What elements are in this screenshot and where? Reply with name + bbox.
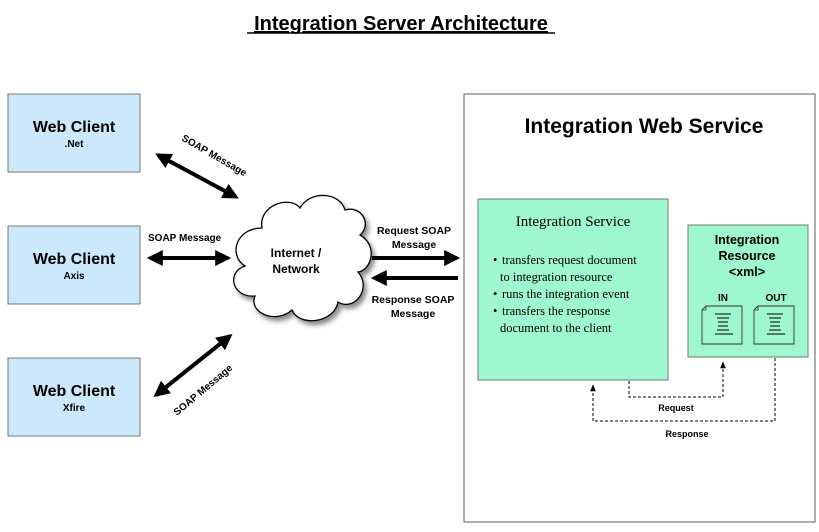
response-soap-line2: Message xyxy=(391,308,436,320)
out-document-icon xyxy=(753,305,795,345)
soap-label-xfire: SOAP Message xyxy=(172,363,235,419)
client-name: Web Client xyxy=(33,383,116,400)
request-flow-line xyxy=(628,361,726,398)
resource-line2: Resource xyxy=(719,249,776,263)
integration-service-title: Integration Service xyxy=(516,214,631,230)
request-flow-label: Request xyxy=(658,403,694,413)
integration-resource-box: Integration Resource <xml> IN OUT xyxy=(687,224,809,358)
response-flow-label: Response xyxy=(665,429,708,439)
diagram-title: Integration Server Architecture xyxy=(254,13,548,35)
bullet-1-line1: transfers request document xyxy=(502,253,637,267)
soap-arrow-net xyxy=(155,153,239,199)
web-client-axis: Web Client Axis xyxy=(7,225,141,305)
client-name: Web Client xyxy=(33,251,116,268)
in-label: IN xyxy=(718,293,728,304)
client-tech: Xfire xyxy=(63,403,86,414)
client-name: Web Client xyxy=(33,119,116,136)
integration-service-box: Integration Service • transfers request … xyxy=(477,198,669,381)
bullet-1-line2: to integration resource xyxy=(500,270,613,284)
request-soap-line2: Message xyxy=(392,239,437,251)
in-document-icon xyxy=(701,305,743,345)
request-soap-line1: Request SOAP xyxy=(377,225,451,237)
bullet-dot: • xyxy=(493,287,497,301)
resource-line3: <xml> xyxy=(729,265,765,279)
resource-line1: Integration xyxy=(715,233,780,247)
client-tech: Axis xyxy=(63,271,85,282)
cloud-label-line2: Network xyxy=(272,262,320,276)
internet-cloud xyxy=(233,194,372,322)
web-service-title: Integration Web Service xyxy=(525,115,764,138)
bullet-dot: • xyxy=(493,304,497,318)
bullet-3-line2: document to the client xyxy=(500,321,612,335)
response-flow-line xyxy=(590,358,776,422)
response-soap-line1: Response SOAP xyxy=(372,294,455,306)
bullet-dot: • xyxy=(493,253,497,267)
web-client-net: Web Client .Net xyxy=(7,93,141,173)
client-tech: .Net xyxy=(65,139,85,150)
bullet-2-line1: runs the integration event xyxy=(502,287,630,301)
bullet-3-line1: transfers the response xyxy=(502,304,611,318)
cloud-label-line1: Internet / xyxy=(271,246,322,260)
web-client-xfire: Web Client Xfire xyxy=(7,357,141,437)
soap-label-axis: SOAP Message xyxy=(148,233,222,244)
soap-arrow-xfire xyxy=(153,334,233,397)
out-label: OUT xyxy=(765,293,786,304)
